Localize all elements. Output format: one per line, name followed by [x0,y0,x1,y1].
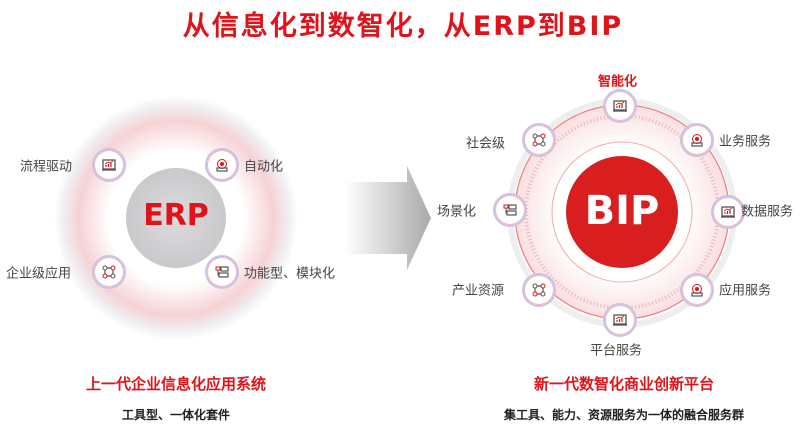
node-label: 流程驱动 [20,159,73,175]
node-label: 应用服务 [719,283,772,299]
network-icon [522,123,556,157]
erp-core [126,168,226,268]
left-heading: 上一代企业信息化应用系统 [85,375,266,393]
erp-label: ERP [143,198,209,233]
robot-icon [205,148,239,182]
node-label: 平台服务 [590,343,643,359]
network-icon [522,273,556,307]
left-subheading: 工具型、一体化套件 [121,408,230,422]
arrow-icon [345,166,431,270]
right-heading: 新一代数智化商业创新平台 [533,375,714,393]
node-label: 智能化 [598,74,638,90]
node-label: 企业级应用 [6,266,72,282]
node-label: 自动化 [244,159,284,175]
module-icon [205,255,239,289]
node-label: 业务服务 [719,134,772,150]
node-label: 功能型、模块化 [244,266,336,282]
bip-label: BIP [584,188,660,234]
module-icon [493,193,527,227]
chart-icon [603,303,637,337]
node-label: 社会级 [466,136,506,152]
page-title: 从信息化到数智化，从ERP到BIP [182,11,624,42]
node-label: 产业资源 [452,283,505,299]
chart-icon [92,148,126,182]
network-icon [92,255,126,289]
robot-icon [680,123,714,157]
right-subheading: 集工具、能力、资源服务为一体的融合服务群 [503,408,744,422]
node-label: 场景化 [437,204,477,220]
node-label: 数据服务 [741,204,794,220]
robot-icon [680,273,714,307]
chart-icon [711,195,745,229]
bip-core [566,156,678,268]
chart-icon [603,89,637,123]
